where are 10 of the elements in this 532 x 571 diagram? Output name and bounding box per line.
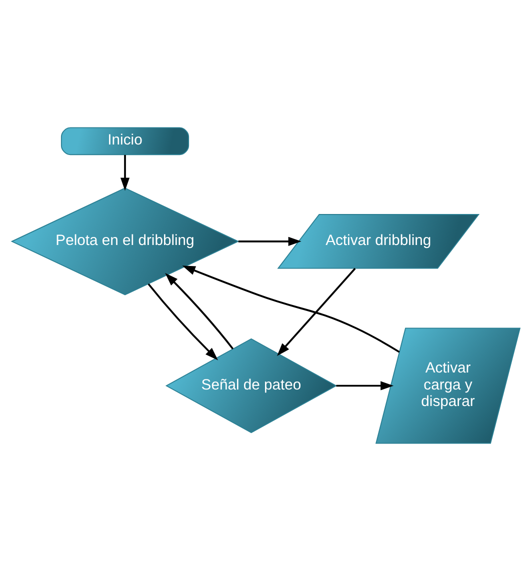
- node-diamond: Pelota en el dribbling: [10, 188, 240, 296]
- arrow: [336, 381, 394, 390]
- arrow: [276, 268, 356, 356]
- node-box: Inicio: [60, 127, 190, 156]
- arrow: [238, 236, 302, 246]
- arrow: [165, 273, 234, 350]
- node-diamond: Señal de pateo: [165, 338, 338, 434]
- arrow: [148, 283, 218, 360]
- arrow: [182, 266, 400, 353]
- arrow: [120, 154, 130, 191]
